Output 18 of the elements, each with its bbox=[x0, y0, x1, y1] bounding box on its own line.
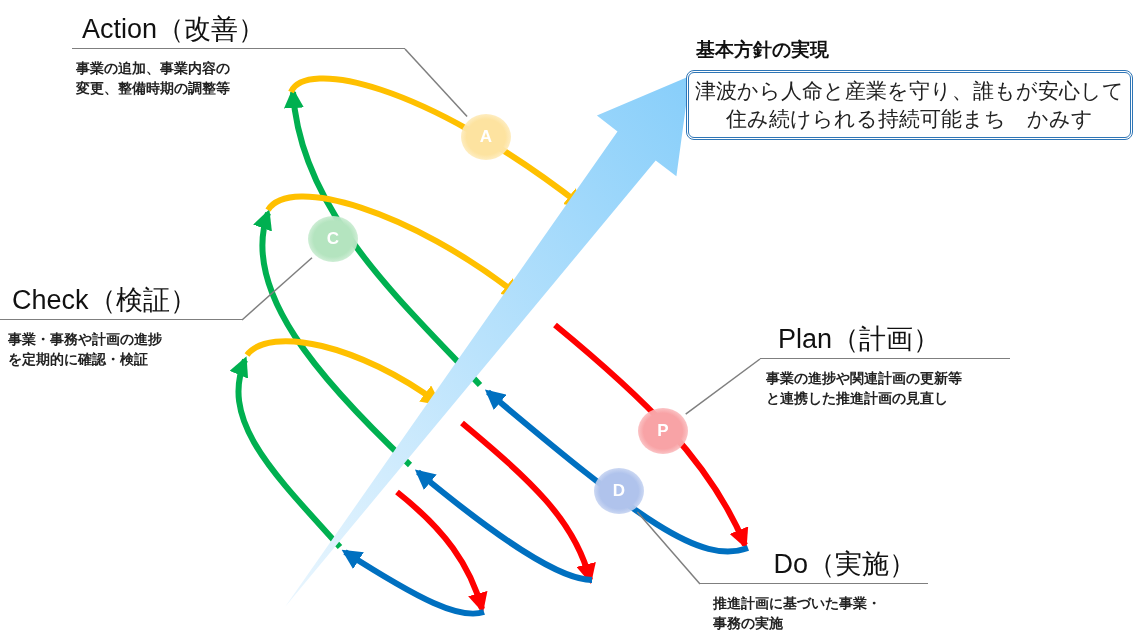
leader-line bbox=[404, 48, 468, 118]
phase-description: 事業の追加、事業内容の変更、整備時期の調整等 bbox=[76, 60, 230, 96]
phase-circle: D bbox=[594, 468, 644, 514]
phase-circle: C bbox=[308, 216, 358, 262]
phase-circle: A bbox=[461, 114, 511, 160]
goal-box: 津波から人命と産業を守り、誰もが安心して住み続けられる持続可能まち かみす bbox=[686, 70, 1133, 140]
phase-circle: P bbox=[638, 408, 688, 454]
phase-heading: Action（改善） bbox=[82, 14, 266, 44]
phase-heading: Check（検証） bbox=[12, 285, 197, 315]
phase-description: 推進計画に基づいた事業・事務の実施 bbox=[713, 595, 881, 630]
phase-description: 事業・事務や計画の進捗を定期的に確認・検証 bbox=[8, 331, 162, 367]
phase-heading: Plan（計画） bbox=[778, 324, 941, 354]
leader-line bbox=[636, 511, 701, 585]
leader-line bbox=[241, 256, 313, 321]
phase-description: 事業の進捗や関連計画の更新等と連携した推進計画の見直し bbox=[766, 370, 962, 406]
goal-heading: 基本方針の実現 bbox=[696, 37, 830, 62]
phase-heading: Do（実施） bbox=[773, 549, 916, 579]
leader-line bbox=[684, 358, 761, 415]
